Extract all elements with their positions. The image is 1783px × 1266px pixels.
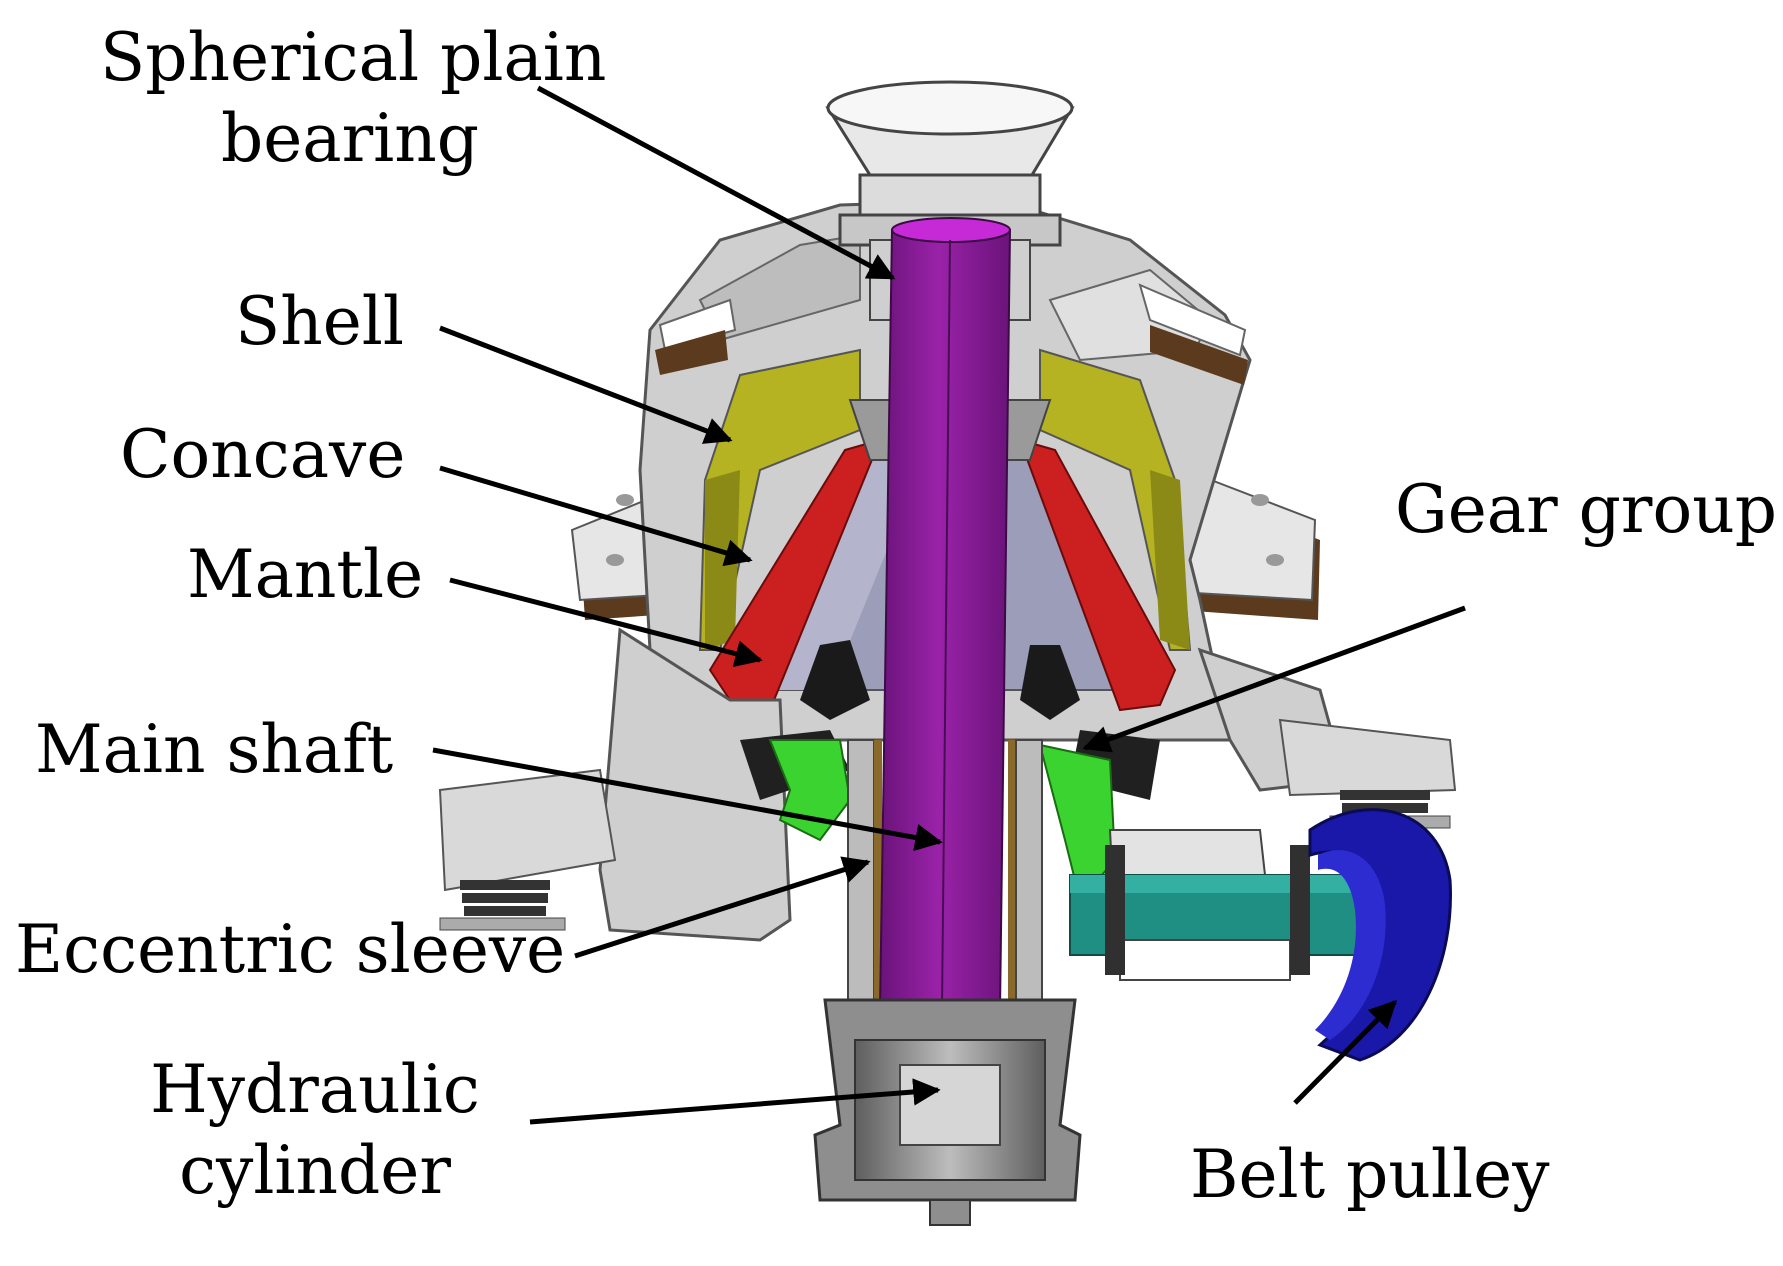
arrow-concave xyxy=(439,465,753,567)
label-belt-pulley: Belt pulley xyxy=(1190,1136,1550,1213)
label-eccentric-sleeve: Eccentric sleeve xyxy=(15,911,566,988)
right-flange xyxy=(1176,468,1320,620)
arrow-shell xyxy=(439,325,733,444)
label-spherical-plain-bearing-line2: bearing xyxy=(220,99,480,177)
arrow-gear-group xyxy=(1082,605,1466,753)
bottom-frame xyxy=(438,627,1457,942)
label-concave: Concave xyxy=(120,416,406,493)
label-hydraulic-cylinder-line1: Hydraulic xyxy=(150,1051,480,1128)
arrow-belt-pulley xyxy=(1293,1000,1397,1105)
arrow-mantle xyxy=(449,577,763,668)
label-spherical-plain-bearing: Spherical plain bearing xyxy=(100,18,607,179)
label-shell: Shell xyxy=(235,283,404,360)
label-mantle: Mantle xyxy=(187,536,424,613)
label-hydraulic-cylinder-line2: cylinder xyxy=(179,1131,451,1209)
arrow-eccentric-sleeve xyxy=(574,856,871,959)
left-spring xyxy=(439,880,566,931)
arrow-spherical-plain-bearing xyxy=(536,85,896,281)
label-main-shaft: Main shaft xyxy=(35,711,394,788)
hydraulic-cylinder-body xyxy=(813,998,1082,1226)
leader-arrows xyxy=(432,85,1466,1125)
label-hydraulic-cylinder: Hydraulic cylinder xyxy=(100,1050,530,1211)
belt-pulley xyxy=(1308,808,1452,1062)
arrow-hydraulic-cylinder xyxy=(529,1078,941,1125)
main-shaft xyxy=(878,217,1012,1011)
arrow-main-shaft xyxy=(432,747,943,852)
concave-liner xyxy=(698,348,1192,651)
gear-group xyxy=(740,640,1160,903)
label-gear-group: Gear group xyxy=(1395,471,1777,548)
label-spherical-plain-bearing-line1: Spherical plain xyxy=(100,19,607,96)
drive-shaft xyxy=(1069,829,1381,981)
